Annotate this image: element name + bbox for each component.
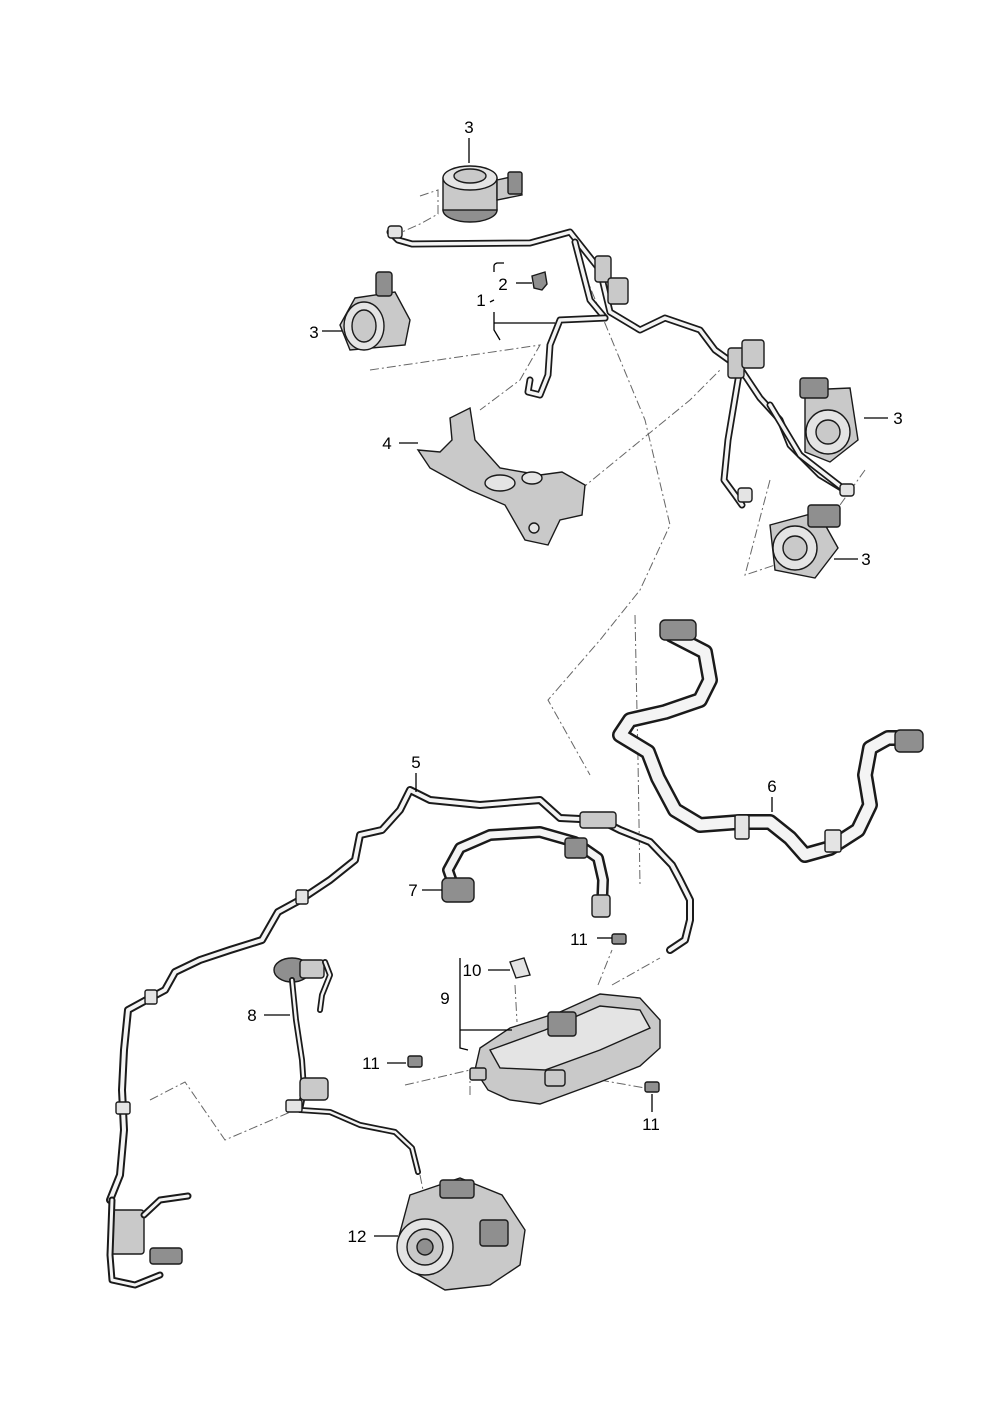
valve-part-3-right — [799, 377, 859, 463]
canister-part-9 — [469, 993, 661, 1105]
valve-part-3-left — [339, 271, 411, 351]
callout-6: 6 — [767, 777, 776, 796]
assembly-guide-lines — [149, 189, 866, 1201]
leader-lines — [264, 138, 888, 1237]
callout-labels: 3 2 1 3 3 4 3 5 6 7 11 10 9 8 11 11 12 — [247, 118, 902, 1246]
callout-3-right: 3 — [893, 409, 902, 428]
hose-part-7 — [441, 826, 611, 918]
callout-1: 1 — [476, 291, 485, 310]
bolt-part-11-b — [407, 1055, 423, 1068]
bolt-part-11-a — [611, 933, 627, 945]
vacuum-line-harness — [386, 225, 855, 509]
coolant-hose-part-6 — [612, 619, 924, 863]
vacuum-line-part-5 — [106, 786, 694, 1289]
bolt-part-11-c — [644, 1081, 660, 1093]
callout-3-left: 3 — [309, 323, 318, 342]
clip-part-2 — [531, 271, 548, 291]
callout-3-top: 3 — [464, 118, 473, 137]
callout-8: 8 — [247, 1006, 256, 1025]
valve-part-8 — [273, 957, 421, 1175]
callout-12: 12 — [348, 1227, 367, 1246]
callout-11-b: 11 — [362, 1054, 380, 1073]
callout-11-c: 11 — [642, 1115, 660, 1134]
valve-part-3-top — [442, 165, 523, 223]
callout-9: 9 — [440, 989, 449, 1008]
callout-11-a: 11 — [570, 930, 588, 949]
clip-part-10 — [509, 957, 531, 979]
callout-5: 5 — [411, 753, 420, 772]
callout-7: 7 — [408, 881, 417, 900]
valve-part-3-lower — [769, 504, 841, 579]
callout-3-lower: 3 — [861, 550, 870, 569]
callout-10: 10 — [463, 961, 482, 980]
callout-2: 2 — [498, 275, 507, 294]
pump-part-12 — [396, 1177, 526, 1291]
callout-4: 4 — [382, 434, 391, 453]
bracket-part-4 — [416, 406, 586, 546]
